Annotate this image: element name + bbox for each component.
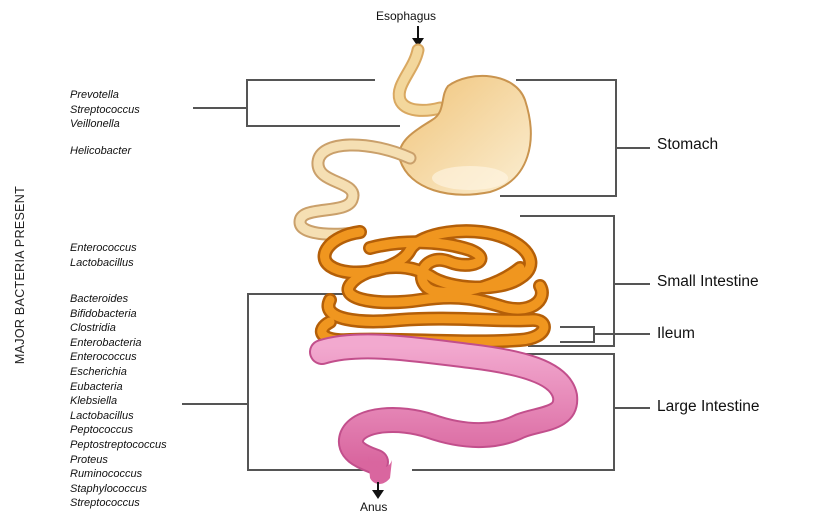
ileum-label: Ileum <box>657 325 695 343</box>
ileum-bracket <box>560 327 594 342</box>
anus-arrow <box>372 482 384 499</box>
small-intestine-label: Small Intestine <box>657 273 759 291</box>
small-intestine <box>322 231 544 341</box>
large-intestine <box>322 346 565 484</box>
anus-label: Anus <box>360 500 387 514</box>
stomach-label: Stomach <box>657 136 718 154</box>
esophagus-label: Esophagus <box>376 9 436 23</box>
stomach-left-bracket <box>247 80 400 126</box>
large-intestine-label: Large Intestine <box>657 398 760 416</box>
